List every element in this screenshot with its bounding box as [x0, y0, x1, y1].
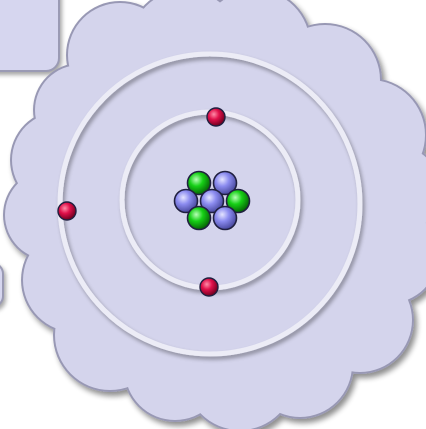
proton-3 [188, 207, 211, 230]
electron-2 [58, 202, 76, 220]
neutron-4 [214, 207, 237, 230]
electron-1 [207, 108, 225, 126]
electron-3 [200, 278, 218, 296]
